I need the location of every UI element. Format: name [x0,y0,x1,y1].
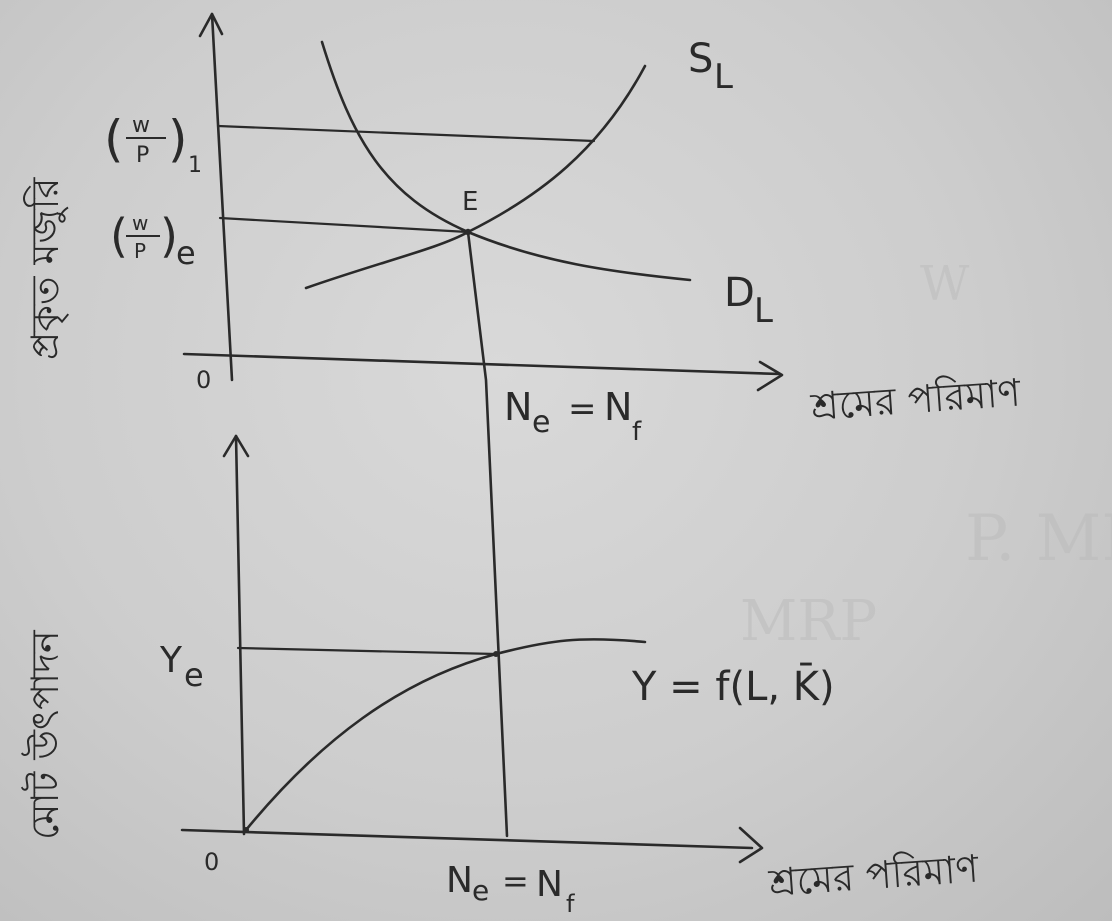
upper-employment-n2: N [604,385,632,429]
upper-y-axis-arrowhead [198,12,224,38]
demand-label-sub: L [754,291,773,331]
demand-label-main: D [724,270,755,316]
lower-origin-point [243,827,249,833]
full-employment-line [466,230,509,838]
output-label: Y e [159,640,204,694]
wage-1-label: ( w P ) 1 [104,110,202,178]
wage-1-numerator: w [132,113,150,138]
upper-employment-eq: = [568,389,597,429]
wage-e-open-paren: ( [110,209,128,263]
lower-employment-n1: N [446,860,473,901]
labour-demand-curve [320,40,692,282]
output-label-main: Y [159,640,183,681]
production-function-label: Y = f(L, K̄) [631,662,835,710]
supply-curve-label: S L [688,36,733,97]
production-equilibrium-point [493,651,499,657]
output-label-sub: e [184,656,204,694]
upper-employment-label: N e = N f [504,385,642,447]
wage-1-open-paren: ( [104,110,124,168]
bleed-text-2: MRP [740,589,877,654]
wage-e-numerator: w [132,211,148,235]
supply-label-sub: L [714,57,733,97]
demand-curve-label: D L [724,270,773,331]
upper-y-axis [210,12,234,382]
lower-x-axis [180,828,754,850]
upper-employment-f: f [632,417,642,447]
wage-e-line [218,216,470,234]
production-function-curve [244,638,647,832]
lower-employment-label: N e = N f [446,860,575,918]
lower-y-axis-title: মোট উৎপাদন [21,629,67,840]
lower-employment-n2: N [536,864,563,905]
equilibrium-label: E [462,187,478,217]
lower-employment-e: e [472,874,489,907]
labour-supply-curve [304,64,647,290]
upper-x-axis-title: শ্রমের পরিমাণ [809,370,1023,429]
wage-1-line [216,124,596,143]
output-level-line [236,646,498,656]
lower-x-axis-title: শ্রমের পরিমাণ [767,846,981,905]
bleed-text-3: W [920,256,970,312]
supply-label-main: S [688,36,713,82]
wage-1-subscript: 1 [188,153,202,178]
wage-1-close-paren: ) [168,110,188,168]
upper-x-axis [182,352,782,376]
wage-e-denominator: P [134,239,146,263]
lower-employment-f: f [566,890,575,918]
upper-y-axis-title: প্রকৃত মজুরি [23,176,69,360]
lower-y-axis-arrowhead [222,434,250,458]
bleed-through-text: P. MP MRP W [740,256,1112,654]
lower-employment-eq: = [502,862,529,900]
upper-origin-label: 0 [196,366,211,394]
upper-employment-e: e [532,405,550,440]
lower-x-axis-arrowhead [738,826,764,864]
wage-e-label: ( w P ) e [110,209,196,272]
wage-e-close-paren: ) [160,209,178,263]
bleed-text-1: P. MP [965,502,1112,576]
upper-employment-n1: N [504,385,532,429]
lower-origin-label: 0 [204,848,219,876]
upper-panel: E S L D L ( w P ) 1 ( w P ) e 0 [23,12,1023,447]
wage-1-denominator: P [136,143,149,168]
upper-x-axis-arrowhead [756,360,784,392]
lower-y-axis [234,434,246,836]
wage-e-subscript: e [176,234,196,272]
